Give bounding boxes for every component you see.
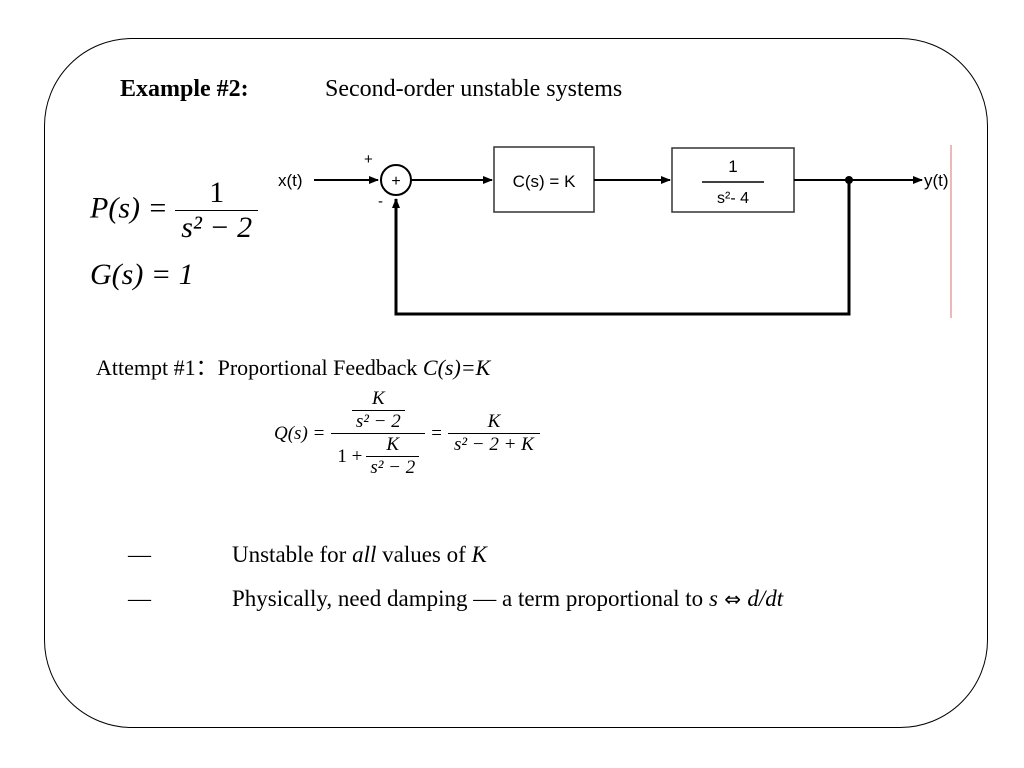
denominator-fraction-num: K [386,434,400,455]
plant-denominator: s² − 2 [175,210,259,245]
attempt-controller: C(s)=K [422,355,491,380]
block-diagram: x(t) + + - C(s) = K 1 s²- 4 y(t) [278,145,952,318]
rhs-numerator: K [487,411,501,432]
plant-block [671,147,795,213]
denominator-fraction-den: s² − 2 [366,456,420,479]
summer-symbol: + [391,173,400,190]
attempt-prefix: Attempt #1：Proportional Feedback [96,355,423,380]
bullet-text: Unstable for all values of K [232,542,487,568]
bullet-variable: s [708,586,718,611]
input-label: x(t) [278,171,303,190]
rhs-fraction: K s² − 2 + K [447,411,540,456]
one-plus: 1 + [337,445,363,467]
compound-fraction: K s² − 2 1 + K s² − 2 [331,388,426,479]
controller-block [493,146,595,213]
bullet-dash: — [128,542,151,567]
equals-sign: = [431,422,442,444]
compound-denominator: 1 + K s² − 2 [331,433,426,479]
sensor-equation: G(s) = 1 [90,258,194,291]
inner-numerator: K [371,388,385,409]
example-subtitle: Second-order unstable systems [325,76,623,102]
plant-numerator: 1 [209,176,225,209]
compound-numerator: K s² − 2 [346,388,411,433]
bullet-item: — Physically, need damping — a term prop… [0,586,1024,616]
bullet-derivative: d/dt [747,586,784,611]
plant-lhs: P(s) = [90,191,176,225]
bullet-text-part: values of [376,542,472,567]
inner-denominator: s² − 2 [351,410,405,433]
controller-label: C(s) = K [513,172,576,191]
slide-frame [44,38,988,728]
example-label: Example #2: [120,76,249,102]
denominator-fraction: K s² − 2 [366,434,420,479]
bullet-variable: K [471,542,487,567]
bullet-dash: — [128,586,151,611]
closed-loop-equation: Q(s) = K s² − 2 1 + K s² − 2 = K s² − 2 … [274,388,540,479]
output-label: y(t) [924,171,949,190]
bullet-emphasis: all [352,542,377,567]
bullet-text: Physically, need damping — a term propor… [232,586,783,612]
plant-block-denominator: s²- 4 [717,190,749,207]
bullet-text-part: Physically, need damping — a term propor… [232,586,709,611]
q-lhs: Q(s) = [274,422,326,444]
rhs-denominator: s² − 2 + K [447,433,540,456]
plant-block-numerator: 1 [728,157,737,176]
bullet-item: — Unstable for all values of K [0,542,1024,572]
plus-sign: + [364,151,373,168]
attempt-line: Attempt #1：Proportional Feedback C(s)=K [96,350,490,382]
minus-sign: - [378,193,383,210]
bullet-text-part: Unstable for [232,542,353,567]
iff-symbol: ⇔ [717,587,748,611]
feedback-path [392,180,851,316]
